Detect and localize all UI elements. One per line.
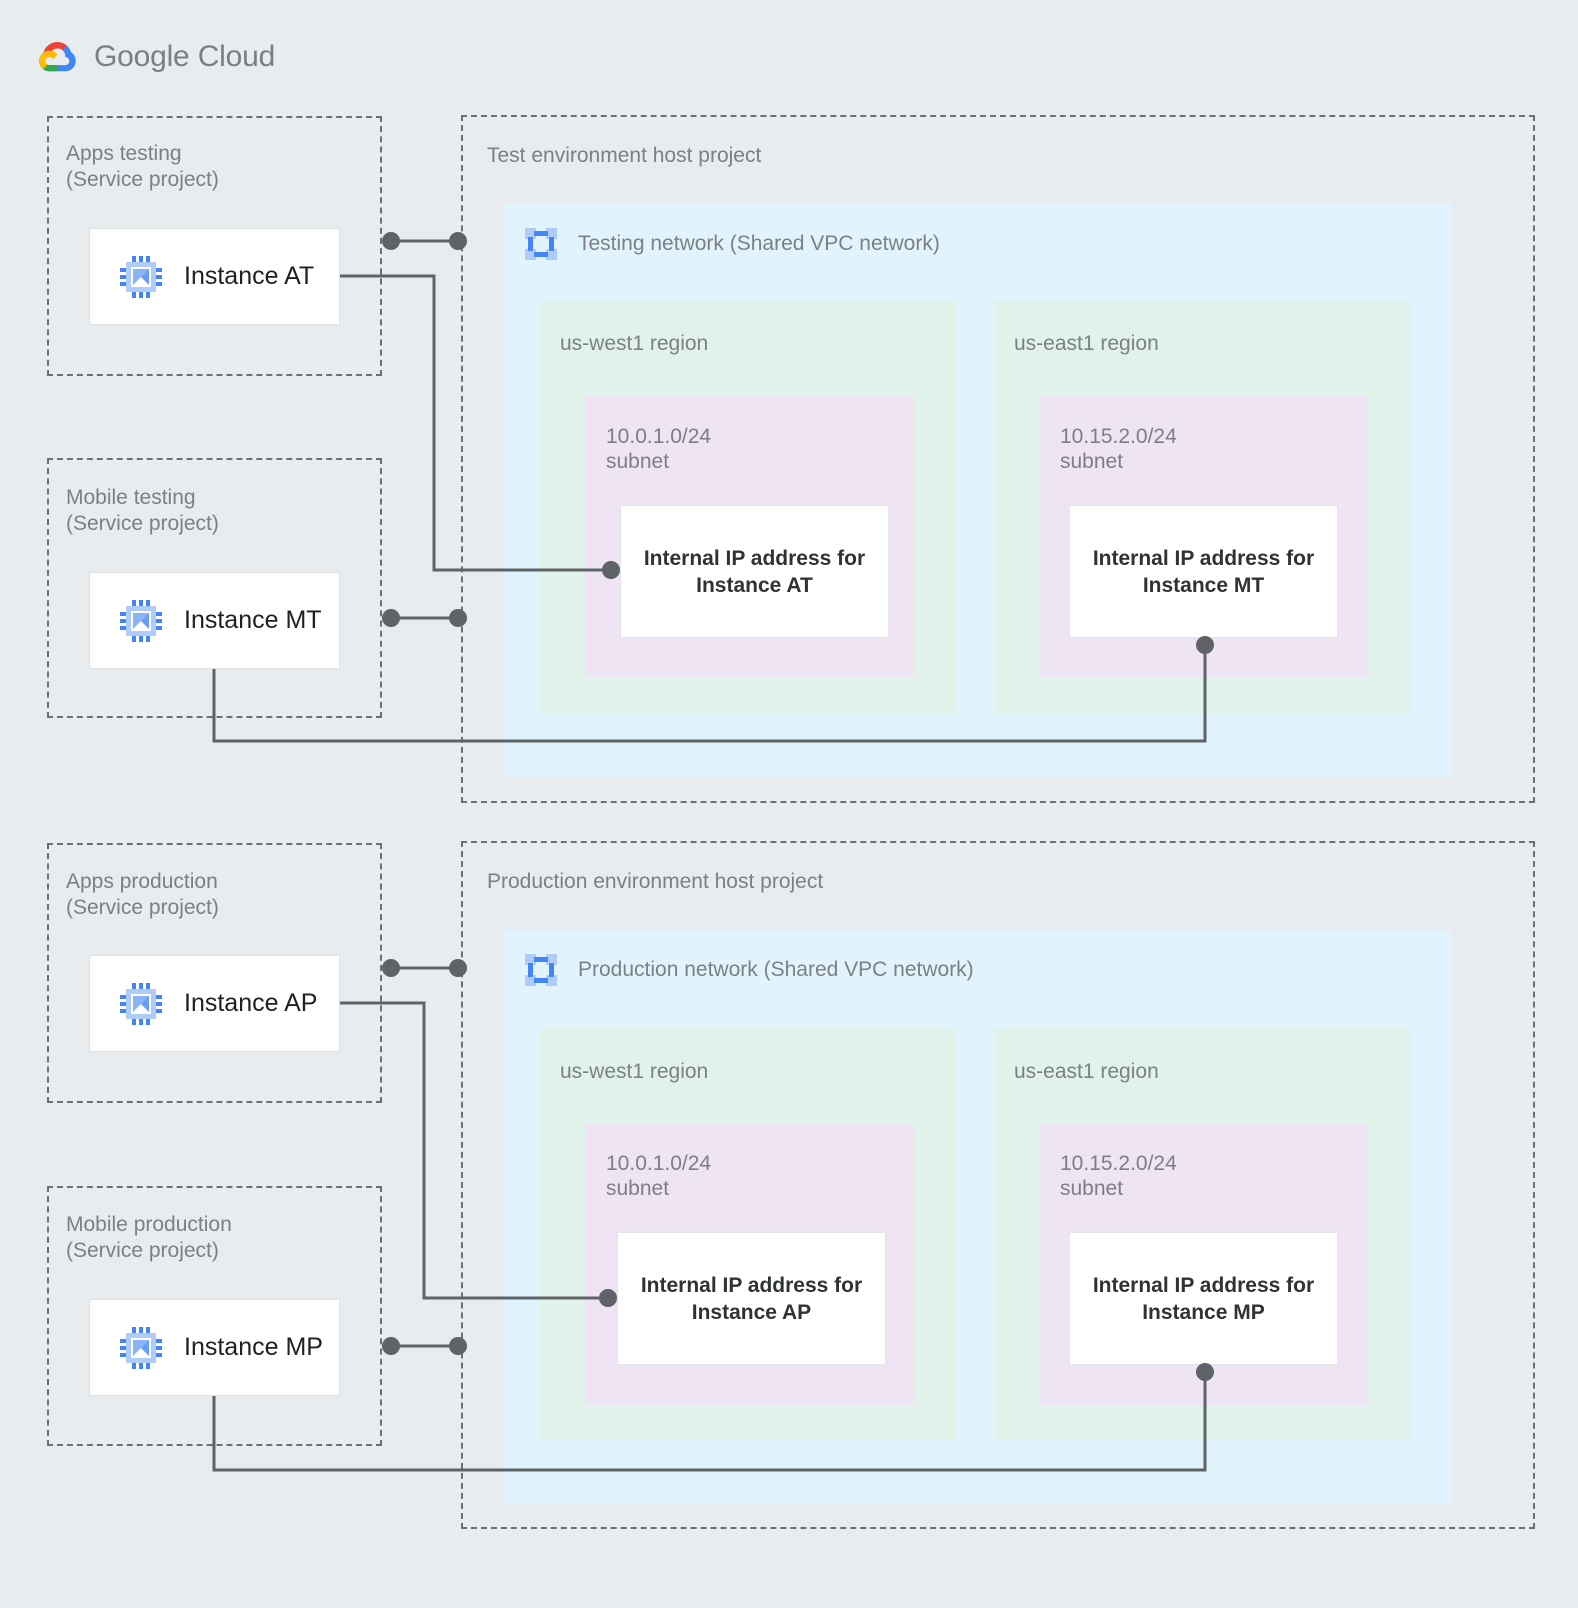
service-project-apps-testing: [47, 116, 382, 376]
vpc-network-header-test: Testing network (Shared VPC network): [522, 225, 940, 263]
subnet-title-test-us-west1: 10.0.1.0/24 subnet: [606, 425, 712, 473]
brand-google: Google: [94, 40, 190, 73]
instance-label-mp: Instance MP: [184, 1333, 323, 1361]
vm-instance-icon: [120, 1326, 162, 1369]
service-project-title-mobile-testing: Mobile testing (Service project): [66, 486, 219, 535]
ip-card-text-at: Internal IP address for Instance AT: [643, 546, 866, 597]
connector-mt-peering: [382, 609, 467, 627]
instance-card-at[interactable]: Instance AT: [89, 228, 340, 325]
instance-label-at: Instance AT: [184, 262, 315, 290]
vpc-network-header-production: Production network (Shared VPC network): [522, 951, 974, 989]
vm-instance-icon: [120, 599, 162, 642]
instance-label-mt: Instance MT: [184, 606, 322, 634]
service-project-title-apps-production: Apps production (Service project): [66, 870, 219, 919]
connector-at-peering: [382, 232, 467, 250]
vpc-network-title-production: Production network (Shared VPC network): [578, 958, 974, 981]
instance-card-mp[interactable]: Instance MP: [89, 1299, 340, 1396]
brand-text: Google Cloud: [94, 40, 275, 74]
ip-card-instance-at[interactable]: Internal IP address for Instance AT: [620, 505, 889, 638]
ip-card-instance-mp[interactable]: Internal IP address for Instance MP: [1069, 1232, 1338, 1365]
service-project-title-mobile-production: Mobile production (Service project): [66, 1213, 232, 1262]
google-cloud-logo-icon: [32, 33, 80, 81]
region-title-test-us-west1: us-west1 region: [560, 332, 709, 355]
instance-label-ap: Instance AP: [184, 989, 318, 1017]
subnet-title-prod-us-west1: 10.0.1.0/24 subnet: [606, 1152, 712, 1200]
host-project-title-production: Production environment host project: [487, 870, 824, 893]
ip-card-instance-ap[interactable]: Internal IP address for Instance AP: [617, 1232, 886, 1365]
instance-card-mt[interactable]: Instance MT: [89, 572, 340, 669]
vm-instance-icon: [120, 255, 162, 298]
service-project-title-apps-testing: Apps testing (Service project): [66, 142, 219, 191]
host-project-title-test: Test environment host project: [487, 144, 762, 167]
region-title-test-us-east1: us-east1 region: [1014, 332, 1159, 355]
subnet-title-prod-us-east1: 10.15.2.0/24 subnet: [1060, 1152, 1177, 1200]
ip-card-text-mt: Internal IP address for Instance MT: [1092, 546, 1315, 597]
connector-ap-peering: [382, 959, 467, 977]
region-title-prod-us-east1: us-east1 region: [1014, 1060, 1159, 1083]
vpc-network-title-test: Testing network (Shared VPC network): [578, 232, 940, 255]
connector-mp-peering: [382, 1337, 467, 1355]
brand-cloud: Cloud: [197, 40, 276, 73]
region-title-prod-us-west1: us-west1 region: [560, 1060, 709, 1083]
instance-card-ap[interactable]: Instance AP: [89, 955, 340, 1052]
subnet-title-test-us-east1: 10.15.2.0/24 subnet: [1060, 425, 1177, 473]
ip-card-text-mp: Internal IP address for Instance MP: [1092, 1273, 1315, 1324]
ip-card-instance-mt[interactable]: Internal IP address for Instance MT: [1069, 505, 1338, 638]
vpc-network-icon: [522, 225, 560, 263]
ip-card-text-ap: Internal IP address for Instance AP: [640, 1273, 863, 1324]
service-project-apps-production: [47, 843, 382, 1103]
vpc-network-icon: [522, 951, 560, 989]
google-cloud-brand: Google Cloud: [32, 33, 275, 81]
vm-instance-icon: [120, 982, 162, 1025]
